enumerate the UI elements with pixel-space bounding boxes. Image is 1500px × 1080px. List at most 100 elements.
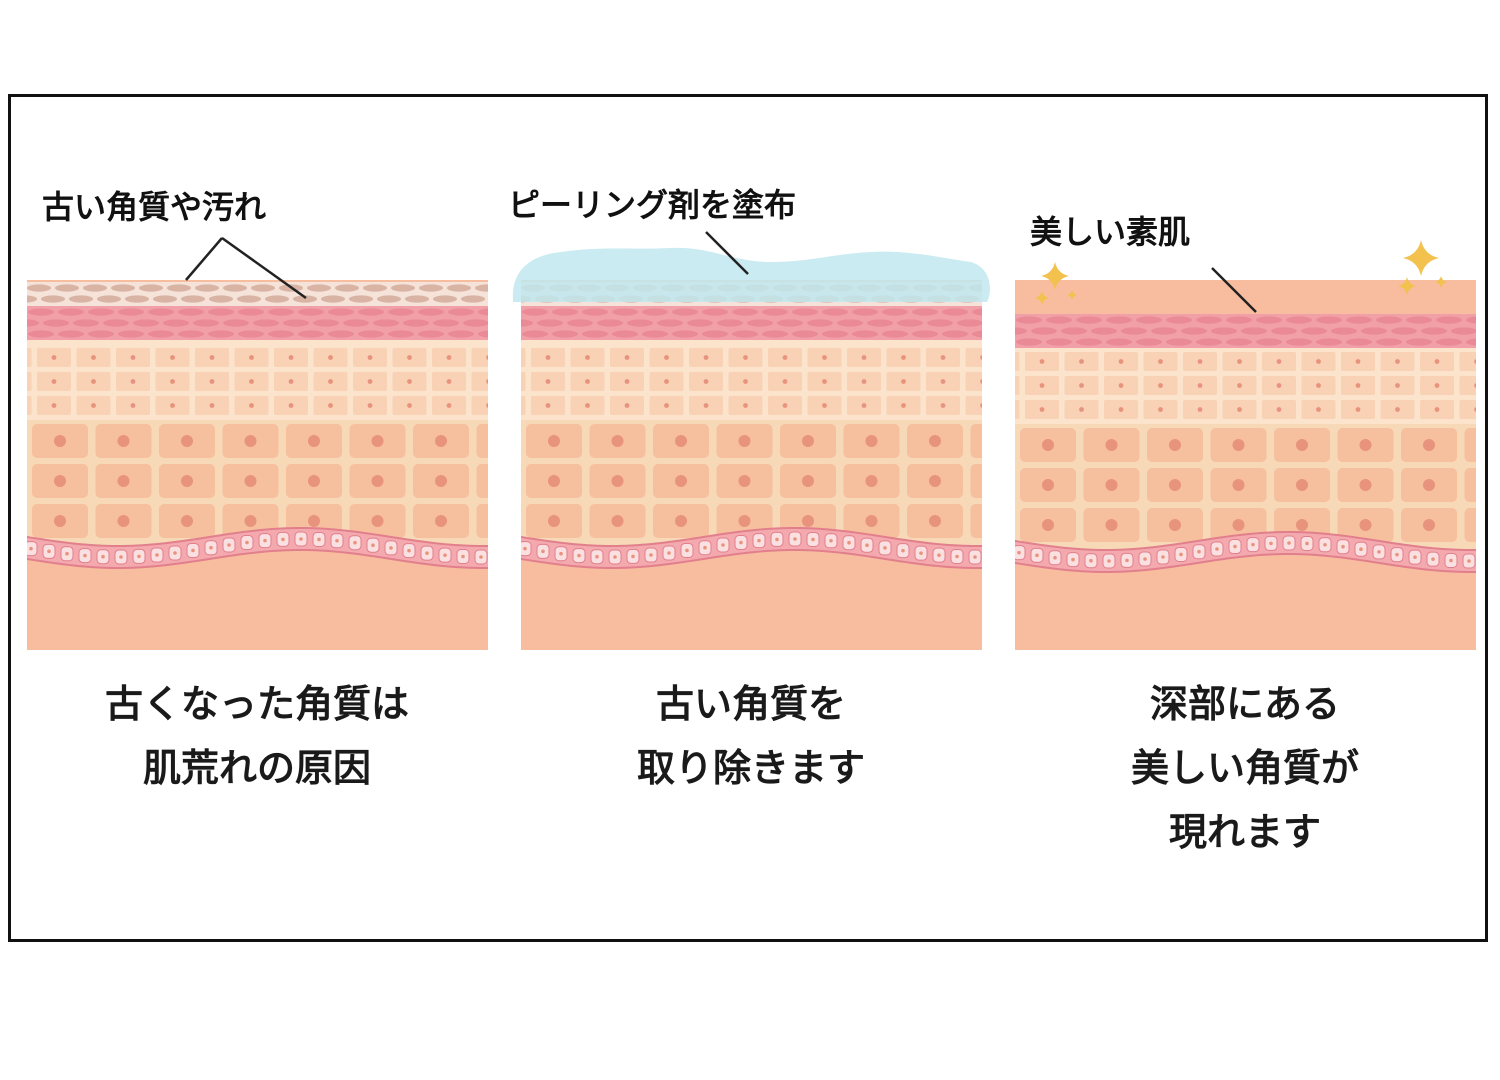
cell-nucleus — [743, 403, 748, 408]
corneum-cell — [986, 338, 1012, 345]
corneum-cell — [238, 308, 264, 316]
cell-nucleus — [993, 475, 1005, 487]
corneum-cell — [1436, 338, 1462, 346]
old-keratin-cell — [405, 295, 429, 303]
corneum-cell — [223, 319, 249, 327]
cell-nucleus — [1395, 407, 1400, 412]
corneum-cell — [897, 319, 923, 327]
corneum-cell — [657, 319, 683, 327]
cell-nucleus — [1161, 555, 1165, 559]
corneum-cell — [403, 319, 429, 327]
cell-nucleus — [367, 355, 373, 360]
cell-nucleus — [244, 475, 257, 487]
corneum-cell — [208, 308, 234, 316]
cell-nucleus — [499, 515, 511, 527]
corneum-cell — [268, 330, 294, 338]
corneum-cell — [597, 319, 623, 327]
caption-line: 肌荒れの原因 — [142, 746, 371, 790]
corneum-cell — [27, 319, 39, 327]
cell-nucleus — [446, 403, 452, 408]
cell-nucleus — [1000, 359, 1005, 364]
cell-nucleus — [1079, 407, 1084, 412]
skin-panel-2 — [521, 280, 1005, 650]
cell-nucleus — [54, 475, 66, 487]
cell-nucleus — [1169, 479, 1181, 491]
cell-nucleus — [1269, 541, 1273, 546]
corneum-cell — [1346, 338, 1372, 346]
cell-nucleus — [1237, 383, 1242, 388]
cell-nucleus — [499, 435, 511, 447]
corneum-cell — [358, 308, 384, 316]
cell-nucleus — [940, 379, 946, 384]
granular-cell — [965, 348, 982, 367]
cell-nucleus — [1105, 479, 1118, 491]
cell-nucleus — [47, 549, 51, 554]
corneum-cell — [418, 308, 444, 316]
cell-nucleus — [793, 537, 797, 541]
old-keratin-cell — [195, 284, 219, 292]
corneum-cell — [642, 330, 668, 338]
granular-cell — [1459, 400, 1476, 419]
cell-nucleus — [1215, 547, 1219, 551]
sparkle-icon — [1435, 276, 1447, 288]
granular-cell — [521, 348, 526, 367]
corneum-cell — [478, 308, 488, 316]
corneum-cell — [1196, 338, 1222, 346]
corneum-cell — [942, 330, 968, 338]
cell-nucleus — [1179, 552, 1183, 557]
cell-nucleus — [335, 538, 339, 543]
corneum-cell — [1226, 316, 1252, 324]
cell-nucleus — [371, 543, 375, 547]
cell-nucleus — [54, 435, 66, 447]
cell-nucleus — [281, 537, 285, 542]
cell-nucleus — [425, 551, 429, 555]
cell-nucleus — [1169, 519, 1181, 531]
corneum-cell — [1181, 327, 1207, 335]
corneum-cell — [148, 330, 174, 338]
old-keratin-cell — [125, 295, 149, 303]
cell-nucleus — [130, 379, 136, 384]
sparkle-icon — [1403, 240, 1439, 276]
cell-nucleus — [288, 355, 294, 360]
corneum-cell — [792, 330, 818, 338]
cell-nucleus — [624, 355, 630, 360]
cell-nucleus — [667, 551, 671, 555]
cell-nucleus — [743, 379, 748, 384]
cell-nucleus — [12, 379, 17, 384]
corneum-cell — [672, 330, 698, 338]
corneum-cell — [463, 319, 488, 327]
cell-nucleus — [1105, 519, 1118, 531]
granular-cell — [1459, 352, 1476, 371]
cell-nucleus — [1316, 383, 1321, 388]
cell-nucleus — [173, 551, 177, 555]
cell-nucleus — [738, 475, 751, 487]
cell-nucleus — [929, 435, 941, 447]
cell-nucleus — [227, 543, 231, 547]
cell-nucleus — [181, 475, 193, 487]
cell-nucleus — [548, 435, 560, 447]
cell-nucleus — [389, 546, 393, 550]
cell-nucleus — [12, 403, 17, 408]
granular-cell — [1015, 400, 1020, 419]
caption-line: 取り除きます — [636, 746, 865, 790]
cell-nucleus — [435, 435, 447, 447]
cell-nucleus — [1039, 407, 1045, 412]
sparkles-group — [1035, 240, 1447, 305]
corneum-cell — [328, 308, 354, 316]
cell-nucleus — [353, 540, 357, 545]
corneum-cell — [178, 308, 204, 316]
corneum-cell — [103, 319, 129, 327]
granular-cell — [471, 348, 488, 367]
corneum-cell — [28, 330, 54, 338]
cell-nucleus — [675, 475, 687, 487]
old-keratin-cell — [27, 295, 37, 303]
cell-nucleus — [1395, 552, 1399, 557]
corneum-cell — [627, 319, 653, 327]
cell-nucleus — [664, 355, 669, 360]
corneum-cell — [373, 319, 399, 327]
old-keratin-cell — [223, 284, 247, 292]
corneum-cell — [732, 330, 758, 338]
corneum-cell — [1256, 338, 1282, 346]
corneum-cell — [268, 308, 294, 316]
cell-nucleus — [1237, 407, 1242, 412]
